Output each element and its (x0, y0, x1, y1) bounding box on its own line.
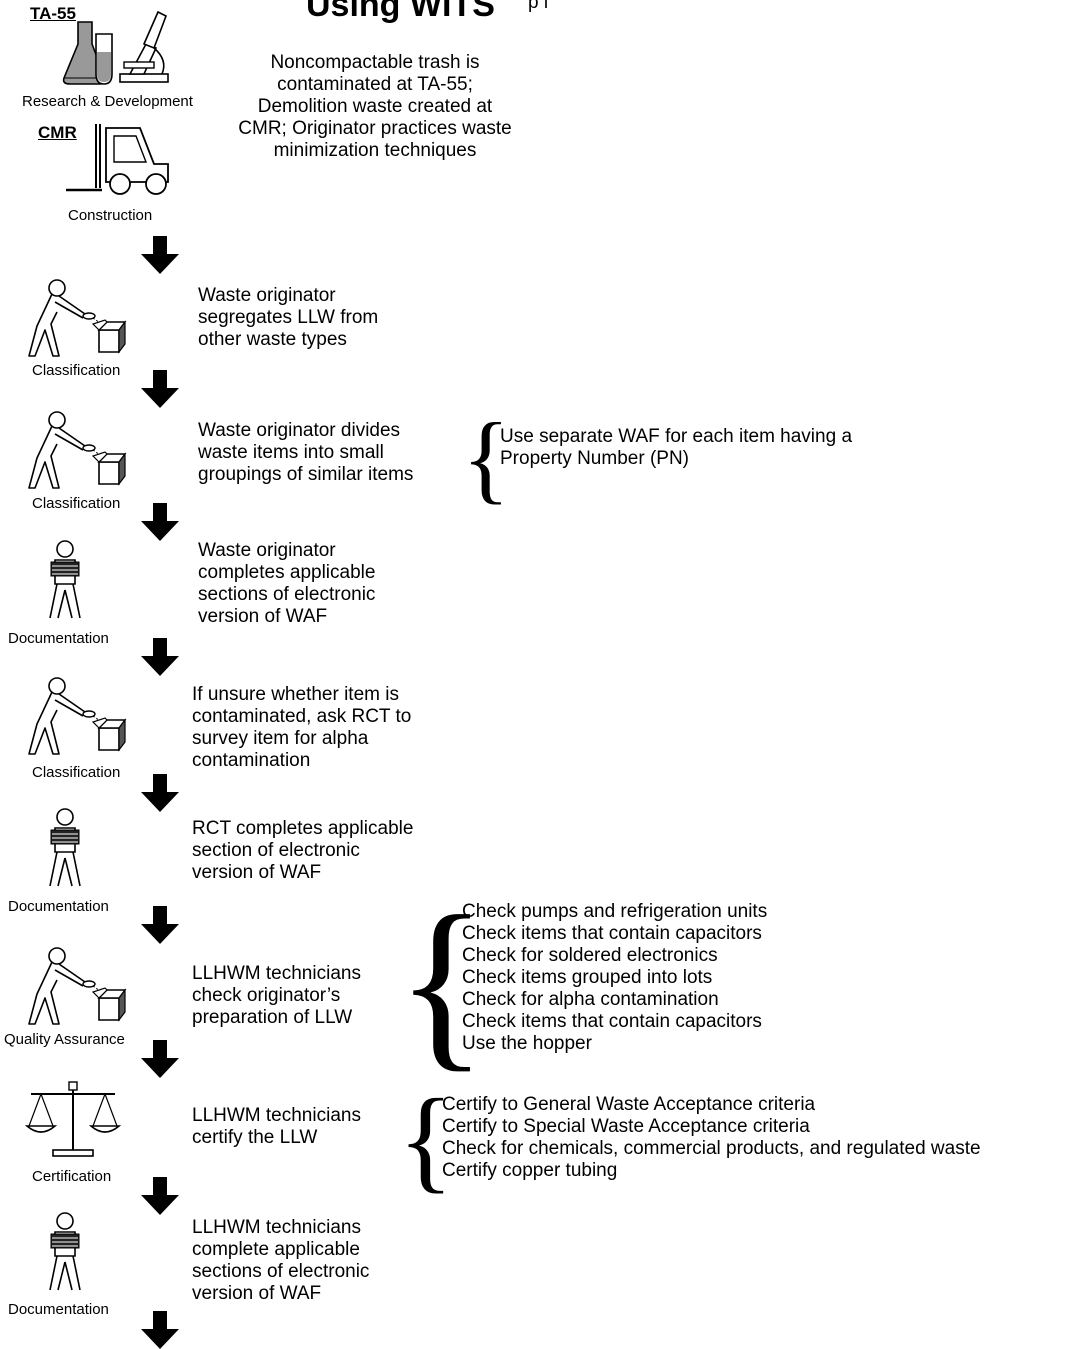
page-subtitle: p l (528, 0, 549, 13)
worker-with-box-icon (22, 946, 132, 1026)
certification-item: Certify to General Waste Acceptance crit… (442, 1094, 816, 1115)
flow-arrow-icon (141, 1040, 179, 1078)
certification-item: Check for chemicals, commercial products… (442, 1138, 981, 1159)
step-caption: Documentation (8, 1301, 109, 1318)
step-description: Waste originator completes applicable se… (198, 540, 375, 628)
research-lab-icon (62, 10, 169, 85)
qa-check-item: Use the hopper (462, 1033, 592, 1054)
origin-line: minimization techniques (273, 140, 477, 161)
step-line: complete applicable (192, 1239, 360, 1260)
worker-with-box-icon (22, 676, 132, 756)
qa-check-item: Check for alpha contamination (462, 989, 719, 1010)
step-caption: Certification (32, 1168, 112, 1185)
step-line: version of WAF (198, 606, 328, 627)
caption-construction: Construction (68, 207, 153, 224)
person-carrying-documents-icon (40, 1212, 90, 1292)
tag-ta55: TA-55 (30, 4, 76, 23)
step-description: LLHWM technicians check originator’s pre… (192, 963, 361, 1029)
step-line: LLHWM technicians (192, 963, 361, 984)
origin-line: CMR; Originator practices waste (238, 118, 512, 139)
curly-brace-icon: { (398, 1076, 454, 1204)
note-line: Use separate WAF for each item having a (500, 426, 853, 447)
curly-brace-icon: { (396, 878, 488, 1088)
flow-arrow-icon (141, 906, 179, 944)
qa-check-item: Check items that contain capacitors (462, 1011, 762, 1032)
curly-brace-icon: { (462, 402, 510, 513)
balance-scale-icon (18, 1080, 128, 1160)
step-description: If unsure whether item is contaminated, … (192, 684, 411, 772)
note-line: Property Number (PN) (500, 448, 689, 469)
step-line: check originator’s (192, 985, 341, 1006)
step-description: Waste originator divides waste items int… (198, 420, 413, 486)
tag-cmr: CMR (38, 123, 77, 142)
person-carrying-documents-icon (40, 808, 90, 888)
step-line: segregates LLW from (198, 307, 379, 328)
flow-arrow-icon (141, 236, 179, 274)
worker-with-box-icon (22, 278, 132, 358)
step-line: Waste originator (198, 540, 336, 561)
certification-item: Certify copper tubing (442, 1160, 618, 1181)
origin-description: Noncompactable trash is contaminated at … (220, 52, 530, 162)
qa-check-list: Check pumps and refrigeration units Chec… (462, 901, 767, 1055)
flow-arrow-icon (141, 370, 179, 408)
step-line: LLHWM technicians (192, 1105, 361, 1126)
step-caption: Documentation (8, 630, 109, 647)
step-line: contamination (192, 750, 311, 771)
step-description: RCT completes applicable section of elec… (192, 818, 413, 884)
flow-arrow-icon (141, 503, 179, 541)
worker-with-box-icon (22, 410, 132, 490)
flow-arrow-icon (141, 1177, 179, 1215)
step-line: version of WAF (192, 1283, 322, 1304)
step-line: other waste types (198, 329, 347, 350)
step-line: Waste originator divides (198, 420, 401, 441)
step-caption: Quality Assurance (4, 1031, 125, 1048)
step-description: LLHWM technicians complete applicable se… (192, 1217, 369, 1305)
step-line: LLHWM technicians (192, 1217, 361, 1238)
qa-check-item: Check items grouped into lots (462, 967, 713, 988)
flow-arrow-icon (141, 774, 179, 812)
certification-item: Certify to Special Waste Acceptance crit… (442, 1116, 810, 1137)
origin-line: Noncompactable trash is (270, 52, 480, 73)
step-description: LLHWM technicians certify the LLW (192, 1105, 361, 1149)
step-caption: Classification (32, 764, 121, 781)
origin-line: Demolition waste created at (257, 96, 493, 117)
page-title: Using WITS (306, 0, 495, 24)
step-line: preparation of LLW (192, 1007, 353, 1028)
certification-list: Certify to General Waste Acceptance crit… (442, 1094, 1068, 1182)
step-caption: Documentation (8, 898, 109, 915)
origin-line: contaminated at TA-55; (277, 74, 473, 95)
step-caption: Classification (32, 495, 121, 512)
step-caption: Classification (32, 362, 121, 379)
step-line: version of WAF (192, 862, 322, 883)
qa-check-item: Check for soldered electronics (462, 945, 718, 966)
forklift-icon (66, 124, 169, 195)
step-line: sections of electronic (192, 1261, 370, 1282)
step-line: If unsure whether item is (192, 684, 399, 705)
flow-arrow-icon (141, 638, 179, 676)
step-line: waste items into small (198, 442, 384, 463)
step-line: survey item for alpha (192, 728, 369, 749)
step-note: Use separate WAF for each item having a … (500, 426, 852, 470)
caption-research-development: Research & Development (22, 93, 193, 110)
step-description: Waste originator segregates LLW from oth… (198, 285, 378, 351)
qa-check-item: Check pumps and refrigeration units (462, 901, 768, 922)
step-line: sections of electronic (198, 584, 376, 605)
step-line: completes applicable (198, 562, 376, 583)
step-line: groupings of similar items (198, 464, 414, 485)
step-line: Waste originator (198, 285, 336, 306)
person-carrying-documents-icon (40, 540, 90, 620)
step-line: certify the LLW (192, 1127, 318, 1148)
step-line: contaminated, ask RCT to (192, 706, 412, 727)
qa-check-item: Check items that contain capacitors (462, 923, 762, 944)
step-line: section of electronic (192, 840, 360, 861)
flow-arrow-icon (141, 1311, 179, 1349)
step-line: RCT completes applicable (192, 818, 414, 839)
